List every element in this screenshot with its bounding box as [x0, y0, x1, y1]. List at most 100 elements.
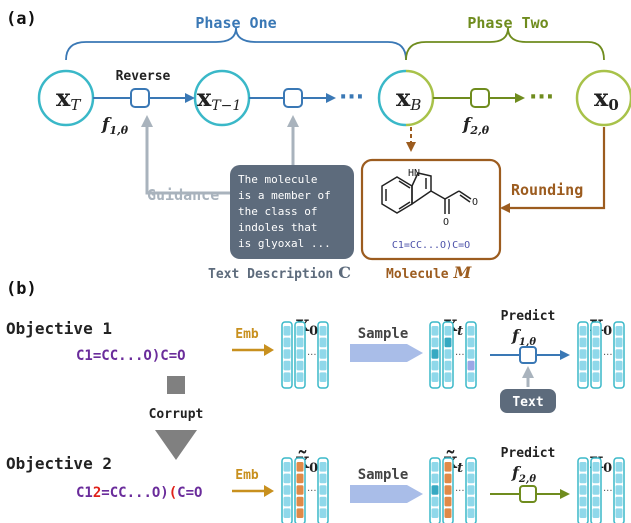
objective-2-label: Objective 2 — [6, 454, 112, 473]
x0-embedding-cell — [283, 360, 291, 371]
x0-output-embedding-2-cell — [592, 462, 600, 472]
x0-output-embedding-2-cell — [579, 508, 587, 518]
molecule-o1-label: O — [443, 217, 449, 228]
sample-label-1: Sample — [358, 326, 409, 342]
xtilde0-embedding-cell — [319, 485, 327, 495]
rounding-arrow — [500, 127, 606, 213]
node-x0 — [575, 69, 631, 127]
f1-label: f1,θ — [101, 115, 129, 137]
molecule-structure — [381, 172, 472, 214]
xt-embedding-cell — [444, 337, 452, 348]
x0-embedding-cell — [296, 372, 304, 382]
molecule-smiles-caption: C1=CC...O)C=O — [392, 240, 470, 251]
sample-arrow-2 — [350, 485, 423, 503]
guidance-arrow-f1 — [141, 115, 230, 195]
phase-two-brace — [405, 27, 605, 61]
sample-label-2: Sample — [358, 467, 409, 483]
phase-two-label: Phase Two — [467, 14, 548, 32]
corrupt-label: Corrupt — [149, 407, 204, 422]
xtilde0-embedding-cell — [319, 508, 327, 518]
xtildet-embedding-cell — [467, 462, 475, 472]
text-condition-box — [500, 389, 556, 413]
x0-output-embedding-2-cell — [579, 496, 587, 507]
xt-embedding-cell — [467, 360, 475, 371]
x0-output-embedding-2-cell — [592, 508, 600, 518]
x0-embedding-cell — [319, 326, 327, 336]
xtildet-embedding-cell — [444, 496, 452, 507]
xtilde0-embedding-cell — [283, 508, 291, 518]
predict-label-2: Predict — [501, 446, 556, 461]
node-xB-left-half — [377, 69, 407, 127]
phase-one-brace — [65, 27, 407, 61]
x0-output-embedding-2-cell — [592, 496, 600, 507]
x0-embedding-cell — [283, 326, 291, 336]
x0-embedding-dots: ··· — [307, 350, 317, 361]
x0-output-embedding-cell — [592, 326, 600, 336]
x0-output-embedding-cell — [592, 360, 600, 371]
text-condition-label: Text — [512, 395, 543, 410]
x0-output-embedding-cell — [579, 349, 587, 359]
x0-output-embedding-2-cell — [579, 473, 587, 484]
xtilde0-embedding-cell — [319, 496, 327, 507]
x0-output-embedding-2-cell — [592, 485, 600, 495]
xtildet-embedding-cell — [431, 485, 439, 495]
embedding-columns: ·················· — [281, 321, 625, 523]
xtildet-embedding-cell — [431, 462, 439, 472]
xt-embedding-cell — [444, 349, 452, 359]
reverse-label: Reverse — [116, 69, 171, 84]
x0-embedding-cell — [283, 372, 291, 382]
xt-embedding-cell — [431, 326, 439, 336]
xtilde0-embedding-cell — [283, 462, 291, 472]
phase-one-label: Phase One — [195, 14, 276, 32]
x0-output-embedding-cell — [592, 337, 600, 348]
phase-one-ellipsis: ··· — [339, 85, 364, 110]
text-description-line-4: indoles that — [238, 221, 317, 234]
xtildet-embedding-cell — [431, 473, 439, 484]
x0-output-embedding-cell — [579, 337, 587, 348]
x0-output-embedding-cell — [592, 349, 600, 359]
emb-label-2: Emb — [235, 468, 259, 483]
molecule-hn-label: HN — [408, 168, 420, 179]
x0-output-embedding-2-cell — [615, 508, 623, 518]
predict-f1-label: f1,θ — [511, 326, 536, 348]
xtilde0-embedding-dots: ··· — [307, 486, 317, 497]
xt-embedding-cell — [431, 349, 439, 359]
x0-output-embedding-2-cell — [615, 485, 623, 495]
x0-output-embedding-cell — [615, 349, 623, 359]
xtilde0-embedding-cell — [296, 485, 304, 495]
smiles-objective-1: C1=CC...O)C=O — [76, 348, 186, 364]
xtildet-embedding-cell — [444, 462, 452, 472]
smiles-objective-2: C12=CC...O)(C=O — [76, 485, 202, 501]
node-x0-label: x0 — [594, 83, 619, 114]
x0-output-embedding-cell — [592, 372, 600, 382]
text-description-line-5: is glyoxal ... — [238, 237, 331, 250]
objective-1-label: Objective 1 — [6, 319, 112, 338]
text-description-line-3: the class of — [238, 205, 317, 218]
xtilde0-embedding-cell — [296, 508, 304, 518]
guidance-label: Guidance — [147, 186, 219, 204]
x0-embedding-cell — [296, 349, 304, 359]
part-a-label: (a) — [6, 9, 37, 29]
x0-embedding-cell — [319, 349, 327, 359]
denoiser-box-f1 — [130, 88, 150, 108]
emb-arrowhead-1 — [264, 344, 274, 356]
xtilde0-embedding-cell — [296, 473, 304, 484]
text-description-box — [230, 165, 354, 259]
xtilde0-embedding-cell — [319, 473, 327, 484]
xt-embedding-dots: ··· — [455, 350, 465, 361]
x0-output-embedding-cell — [615, 372, 623, 382]
xtilde0-embedding-cell — [283, 496, 291, 507]
xtilde0-embedding-cell — [319, 462, 327, 472]
xtildet-embedding-cell — [467, 496, 475, 507]
node-xT-1-label: xT−1 — [197, 83, 241, 114]
xt-embedding-cell — [467, 372, 475, 382]
x0-embedding-cell — [296, 360, 304, 371]
x0-output-embedding-2-cell — [615, 473, 623, 484]
xt-embedding-cell — [431, 360, 439, 371]
x0-output-embedding-2-dots: ··· — [603, 486, 613, 497]
corrupt-arrow-shaft — [167, 376, 185, 394]
xtildet-embedding-cell — [467, 473, 475, 484]
